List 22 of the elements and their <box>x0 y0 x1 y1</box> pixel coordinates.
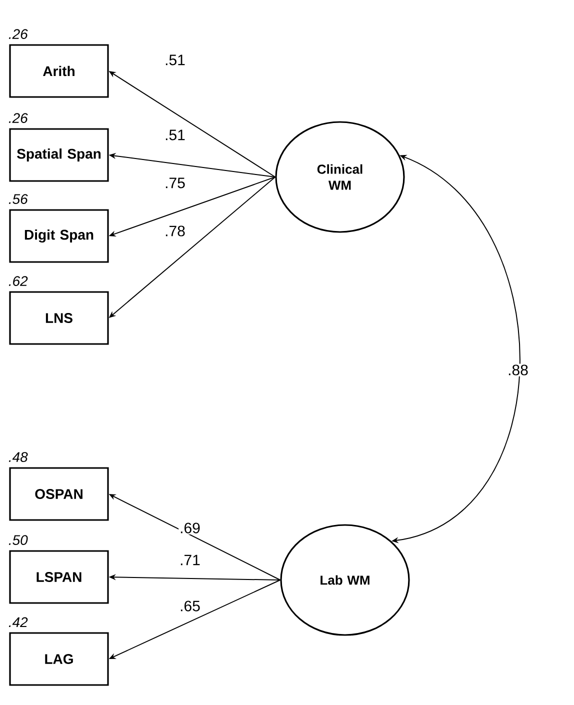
indicator-box: Arith <box>9 44 109 98</box>
edge-label: .78 <box>164 224 186 238</box>
loading-label: .42 <box>8 617 28 627</box>
indicator-box: LNS <box>9 291 109 345</box>
edge-label: .71 <box>178 554 202 566</box>
edge-label: .69 <box>178 522 202 534</box>
edge-label: .51 <box>164 128 186 142</box>
edge-label: .51 <box>164 54 186 66</box>
indicator-box: Digit Span <box>9 209 109 263</box>
edge-label: .75 <box>164 176 186 190</box>
indicator-box: Spatial Span <box>9 128 109 182</box>
indicator-box: LSPAN <box>9 550 109 604</box>
loading-label: .62 <box>8 276 28 286</box>
loading-label: .26 <box>8 113 28 123</box>
indicator-box: OSPAN <box>9 467 109 521</box>
indicator-box: LAG <box>9 632 109 686</box>
loading-label: .56 <box>8 194 28 204</box>
loading-label: .48 <box>8 452 28 462</box>
loading-label: .26 <box>8 29 28 39</box>
edge-label: .65 <box>178 600 202 612</box>
edge-label: .88 <box>506 364 530 376</box>
loading-label: .50 <box>8 535 28 545</box>
